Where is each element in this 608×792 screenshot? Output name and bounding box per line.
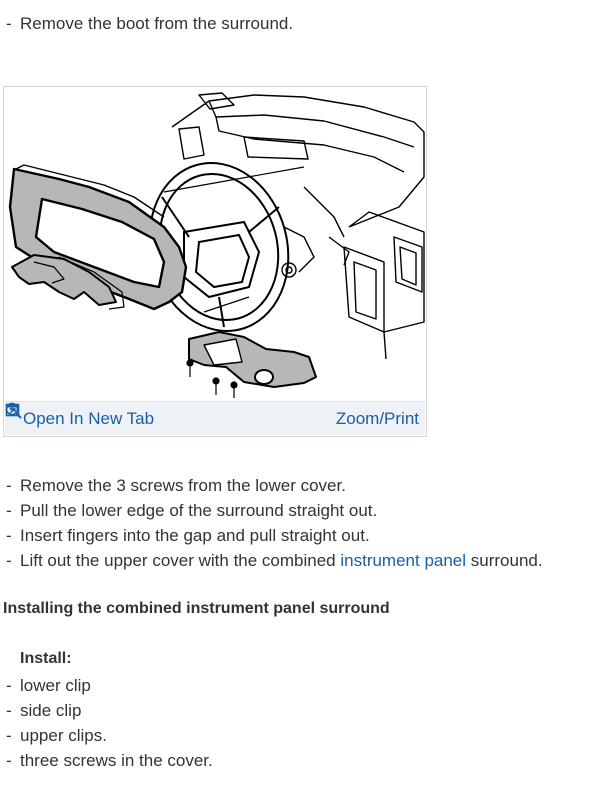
zoom-print-label: Zoom/Print <box>335 408 419 428</box>
list-dash: - <box>6 551 12 570</box>
step-item-lift-upper-cover: -Lift out the upper cover with the combi… <box>6 551 543 570</box>
list-dash: - <box>6 676 12 695</box>
dashboard-illustration <box>8 92 425 398</box>
open-in-new-tab-label: Open In New Tab <box>23 408 155 428</box>
list-dash: - <box>6 526 12 545</box>
step-item: -Insert fingers into the gap and pull st… <box>6 526 370 545</box>
figure-toolbar: Open In New Tab Zoom/Print <box>5 401 425 435</box>
install-item: -lower clip <box>6 676 91 695</box>
open-in-new-tab-button[interactable]: Open In New Tab <box>5 403 155 429</box>
list-dash: - <box>6 751 12 770</box>
section-heading: Installing the combined instrument panel… <box>3 600 390 617</box>
list-dash: - <box>6 14 12 33</box>
list-dash: - <box>6 726 12 745</box>
step-item: -Pull the lower edge of the surround str… <box>6 501 378 520</box>
install-label: Install: <box>20 650 72 667</box>
list-dash: - <box>6 701 12 720</box>
list-dash: - <box>6 501 12 520</box>
instrument-panel-link[interactable]: instrument panel <box>340 551 467 570</box>
zoom-print-button[interactable]: Zoom/Print <box>5 402 419 429</box>
step-item: -Remove the 3 screws from the lower cove… <box>6 476 346 495</box>
dashboard-illustration-figure: Open In New Tab Zoom/Print <box>3 86 427 437</box>
install-item: -three screws in the cover. <box>6 751 213 770</box>
install-item: -upper clips. <box>6 726 107 745</box>
step-remove-boot: -Remove the boot from the surround. <box>6 14 294 33</box>
list-dash: - <box>6 476 12 495</box>
install-item: -side clip <box>6 701 82 720</box>
